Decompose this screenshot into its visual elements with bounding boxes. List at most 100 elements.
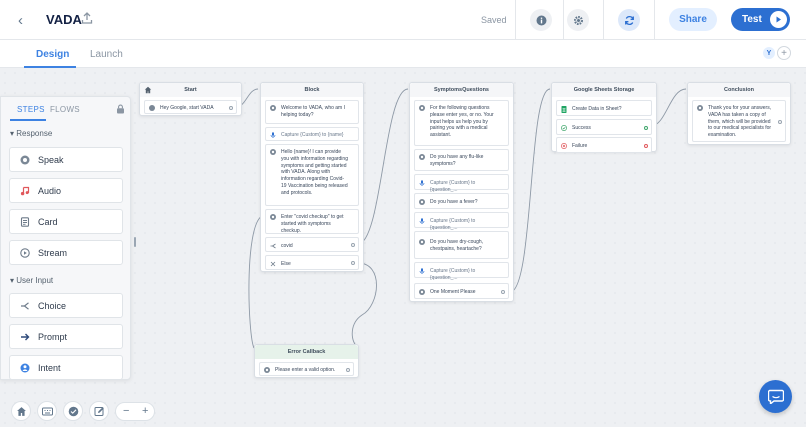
step-audio[interactable]: Audio: [9, 178, 123, 203]
node-block-header: Block: [261, 83, 363, 97]
zoom-out-button[interactable]: −: [123, 405, 130, 417]
sheets-path-success[interactable]: Success: [556, 119, 652, 135]
success-icon: [561, 125, 567, 131]
test-button[interactable]: Test: [731, 8, 790, 31]
add-collaborator-button[interactable]: +: [777, 46, 791, 60]
symptoms-step-speak[interactable]: For the following questions please enter…: [414, 100, 509, 146]
collaborator-avatar[interactable]: Y: [763, 47, 775, 59]
symptoms-step-capture[interactable]: Capture {Custom} to {question_...: [414, 174, 509, 193]
share-button[interactable]: Share: [669, 8, 717, 31]
symptoms-step-text: One Moment Please: [430, 289, 476, 295]
settings-button[interactable]: [567, 9, 589, 31]
chat-button[interactable]: [759, 380, 792, 413]
step-speak[interactable]: Speak: [9, 147, 123, 172]
output-port[interactable]: [351, 243, 355, 247]
speak-icon: [419, 154, 425, 160]
output-port[interactable]: [644, 144, 648, 148]
symptoms-step-capture[interactable]: Capture {Custom} to {question_...: [414, 262, 509, 281]
comment-button[interactable]: [63, 401, 83, 421]
project-title[interactable]: VADA: [46, 12, 82, 27]
section-response[interactable]: ▾ Response: [10, 129, 52, 138]
symptoms-step-speak[interactable]: Do you have any flu-like symptoms?: [414, 149, 509, 171]
keyboard-button[interactable]: [37, 401, 57, 421]
output-port[interactable]: [229, 106, 233, 110]
node-sheets-title: Google Sheets Storage: [573, 87, 635, 93]
divider: [563, 0, 564, 40]
block-step-text: Welcome to VADA, who am I helping today?: [281, 105, 346, 118]
info-button[interactable]: [530, 9, 552, 31]
caret-down-icon: ▾: [10, 276, 15, 285]
sheets-path-failure[interactable]: Failure: [556, 137, 652, 153]
output-port[interactable]: [778, 120, 782, 124]
block-step-speak[interactable]: Hello {name}! I can provide you with inf…: [265, 144, 359, 206]
node-error-header: Error Callback: [255, 345, 358, 359]
output-port[interactable]: [644, 126, 648, 130]
step-stream[interactable]: Stream: [9, 240, 123, 265]
sync-button[interactable]: [618, 9, 640, 31]
node-symptoms-questions[interactable]: SymptomsQuestions For the following ques…: [409, 82, 514, 302]
start-step-intent[interactable]: Hey Google, start VADA: [144, 100, 237, 114]
block-step-speak[interactable]: Enter "covid checkup" to get started wit…: [265, 209, 359, 234]
output-port[interactable]: [351, 261, 355, 265]
block-choice-else[interactable]: Else: [265, 255, 359, 270]
node-conclusion-title: Conclusion: [724, 87, 754, 93]
home-button[interactable]: [11, 401, 31, 421]
panel-tab-flows[interactable]: FLOWS: [50, 105, 80, 114]
conclusion-step-text: Thank you for your answers, VADA has tak…: [708, 105, 772, 139]
saved-status: Saved: [481, 15, 507, 25]
divider: [515, 0, 516, 40]
step-intent[interactable]: Intent: [9, 355, 123, 380]
node-block[interactable]: Block Welcome to VADA, who am I helping …: [260, 82, 364, 272]
microphone-icon: [419, 218, 425, 224]
node-conclusion[interactable]: Conclusion Thank you for your answers, V…: [687, 82, 791, 145]
active-tab-indicator: [24, 66, 76, 68]
output-port[interactable]: [346, 368, 350, 372]
panel-resize-handle[interactable]: [134, 237, 136, 247]
choice-icon: [21, 301, 29, 310]
error-step-speak[interactable]: Please enter a valid option.: [259, 362, 354, 376]
conclusion-step-speak[interactable]: Thank you for your answers, VADA has tak…: [692, 100, 786, 142]
node-start[interactable]: Start Hey Google, start VADA: [139, 82, 242, 116]
output-port[interactable]: [501, 290, 505, 294]
section-user-input[interactable]: ▾ User Input: [10, 276, 53, 285]
sheets-step-create[interactable]: Create Data in Sheet?: [556, 100, 652, 116]
step-choice[interactable]: Choice: [9, 293, 123, 318]
flow-canvas[interactable]: [0, 68, 806, 427]
node-sheets-header: Google Sheets Storage: [552, 83, 656, 97]
edit-button[interactable]: [89, 401, 109, 421]
symptoms-step-speak[interactable]: One Moment Please: [414, 283, 509, 299]
sheets-step-text: Failure: [572, 143, 588, 149]
panel-tab-steps[interactable]: STEPS: [17, 105, 45, 114]
zoom-controls: − +: [115, 402, 155, 421]
home-icon: [16, 406, 26, 416]
block-choice-covid[interactable]: covid: [265, 237, 359, 252]
speak-icon: [419, 199, 425, 205]
symptoms-step-text: For the following questions please enter…: [430, 105, 494, 139]
tab-design[interactable]: Design: [36, 49, 70, 60]
intent-icon: [20, 363, 30, 372]
step-stream-label: Stream: [38, 247, 68, 258]
tab-launch[interactable]: Launch: [90, 49, 123, 60]
microphone-icon: [419, 180, 425, 186]
step-prompt[interactable]: Prompt: [9, 324, 123, 349]
symptoms-step-capture[interactable]: Capture {Custom} to {question_...: [414, 212, 509, 231]
upload-icon[interactable]: [81, 11, 93, 25]
symptoms-step-speak[interactable]: Do you have a fever?: [414, 193, 509, 209]
step-prompt-label: Prompt: [38, 331, 68, 342]
lock-icon[interactable]: [116, 104, 125, 114]
steps-panel: STEPS FLOWS ▾ Response Speak Audio Card …: [0, 96, 131, 380]
node-google-sheets[interactable]: Google Sheets Storage Create Data in She…: [551, 82, 657, 153]
node-error-callback[interactable]: Error Callback Please enter a valid opti…: [254, 344, 359, 378]
back-arrow-icon[interactable]: ‹: [18, 12, 23, 29]
block-step-speak[interactable]: Welcome to VADA, who am I helping today?: [265, 100, 359, 124]
step-card[interactable]: Card: [9, 209, 123, 234]
zoom-in-button[interactable]: +: [142, 405, 149, 417]
symptoms-step-text: Capture {Custom} to {question_...: [430, 180, 476, 193]
start-step-text: Hey Google, start VADA: [160, 105, 214, 111]
speak-icon: [697, 105, 703, 111]
section-response-title: Response: [16, 129, 53, 138]
block-step-capture[interactable]: Capture {Custom} to {name}: [265, 127, 359, 141]
symptoms-step-speak[interactable]: Do you have dry-cough, chestpains, heart…: [414, 231, 509, 259]
block-step-text: Enter "covid checkup" to get started wit…: [281, 214, 344, 234]
speak-icon: [419, 105, 425, 111]
